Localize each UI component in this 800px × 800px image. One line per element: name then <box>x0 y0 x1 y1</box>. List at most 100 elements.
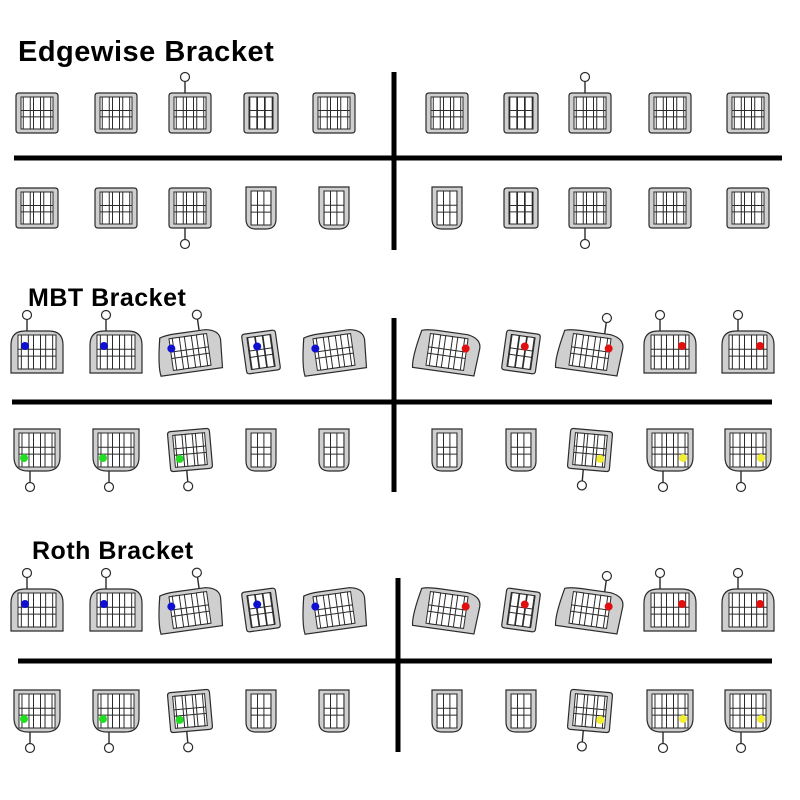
edgewise-lower-bracket-6 <box>431 186 463 230</box>
bracket-wing <box>263 693 272 729</box>
bracket-wing <box>507 592 520 626</box>
bracket-wing <box>522 594 535 628</box>
mbt-lower-bracket-9 <box>646 428 694 493</box>
red-dot <box>678 342 686 350</box>
bracket-wing <box>440 593 454 627</box>
bracket-slot-line <box>570 610 609 617</box>
bracket-wing <box>340 96 349 130</box>
bracket-wing <box>186 191 194 225</box>
bracket-wing <box>101 96 110 130</box>
bracket-slot-line <box>174 451 207 456</box>
bracket-wing <box>33 693 41 729</box>
bracket-wing <box>330 96 338 130</box>
bracket-wing <box>666 191 674 225</box>
hook-ball <box>21 309 33 321</box>
bracket-slot-line <box>248 347 273 352</box>
mbt-upper-bracket-1 <box>10 309 64 374</box>
hook-ball <box>601 570 612 582</box>
bracket-wing <box>21 432 30 468</box>
bracket-wing <box>732 693 741 729</box>
bracket-wing <box>262 592 275 626</box>
bracket-wing <box>257 96 265 130</box>
mbt-lower-bracket-5 <box>318 428 350 472</box>
bracket-slot-line <box>571 604 610 611</box>
hook-ball <box>191 309 202 320</box>
bracket-wing <box>571 333 585 368</box>
bracket-slot-line <box>170 604 209 611</box>
bracket-wing <box>452 336 466 371</box>
hook-ball <box>21 567 33 579</box>
bracket-wing <box>584 433 596 467</box>
green-dot <box>175 454 184 463</box>
yellow-dot <box>757 454 765 462</box>
bracket-wing <box>666 96 674 130</box>
bracket-slot-line <box>170 346 209 353</box>
bracket-wing <box>522 336 535 370</box>
hook-ball <box>103 742 115 754</box>
bracket-wing <box>744 96 752 130</box>
hook-ball <box>100 309 112 321</box>
bracket-wing <box>22 191 31 225</box>
bracket-wing <box>452 594 466 629</box>
bracket-slot-line <box>315 352 354 359</box>
bracket-wing <box>653 334 662 370</box>
bracket-wing <box>733 191 742 225</box>
edgewise-lower-bracket-5 <box>318 186 350 230</box>
bracket-wing <box>586 191 594 225</box>
hook-stem <box>186 731 189 744</box>
bracket-wing <box>655 96 664 130</box>
bracket-wing <box>666 693 674 729</box>
mbt-lower-bracket-7 <box>505 428 537 472</box>
bracket-wing <box>524 191 533 225</box>
red-dot <box>678 600 686 608</box>
mbt-upper-bracket-7 <box>501 329 541 375</box>
bracket-wing <box>100 693 109 729</box>
bracket-wing <box>449 693 458 729</box>
blue-dot <box>100 600 108 608</box>
bracket-slot-line <box>574 706 607 711</box>
bracket-wing <box>339 591 353 626</box>
bracket-wing <box>112 592 120 628</box>
edgewise-lower-bracket-9 <box>648 187 692 229</box>
edgewise-upper-bracket-1 <box>15 92 59 134</box>
bracket-wing <box>264 96 273 130</box>
bracket-wing <box>509 191 518 225</box>
bracket-slot-line <box>173 445 206 450</box>
hook-ball <box>654 567 666 579</box>
bracket-wing <box>666 334 674 370</box>
bracket-slot-line <box>314 604 353 611</box>
bracket-wing <box>755 432 764 468</box>
bracket-slot-line <box>573 451 606 456</box>
roth-upper-bracket-8 <box>554 570 624 635</box>
mbt-lower-bracket-4 <box>245 428 277 472</box>
bracket-slot-line <box>427 352 466 359</box>
edgewise-lower-bracket-7 <box>503 187 539 229</box>
mbt-upper-bracket-6 <box>411 329 481 377</box>
bracket-wing <box>449 190 458 226</box>
green-dot <box>99 454 107 462</box>
bracket-slot-line <box>171 610 210 617</box>
roth-upper-bracket-7 <box>501 587 541 633</box>
bracket-wing <box>262 334 275 368</box>
yellow-dot <box>679 454 687 462</box>
bracket-wing <box>583 593 597 627</box>
roth-lower-bracket-4 <box>245 689 277 733</box>
bracket-wing <box>733 96 742 130</box>
bracket-slot-line <box>173 706 206 711</box>
bracket-wing <box>756 334 765 370</box>
bracket-wing <box>654 432 663 468</box>
bracket-slot-line <box>508 353 533 358</box>
bracket-slot-line <box>427 610 466 617</box>
green-dot <box>99 715 107 723</box>
blue-dot <box>167 602 176 611</box>
bracket-wing <box>45 334 54 370</box>
roth-lower-bracket-8 <box>566 688 614 752</box>
bracket-wing <box>43 191 52 225</box>
edgewise-upper-bracket-8 <box>568 71 612 134</box>
bracket-wing <box>315 336 329 371</box>
bracket-wing <box>43 96 52 130</box>
bracket-slot-line <box>509 605 534 610</box>
bracket-wing <box>586 96 594 130</box>
bracket-slot-line <box>249 611 274 616</box>
